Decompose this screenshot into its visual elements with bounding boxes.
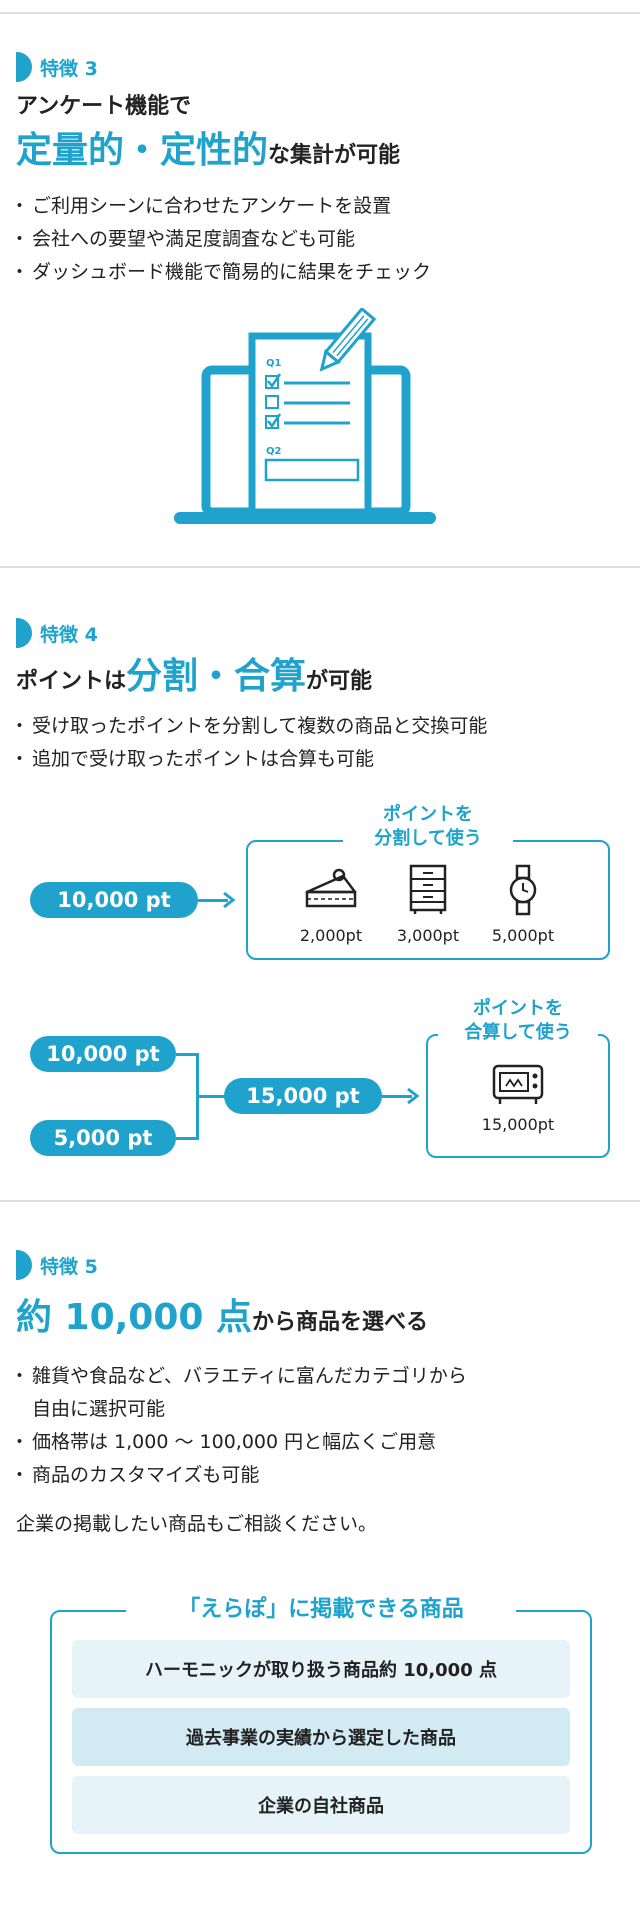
- split-box-title-line2: 分割して使う: [374, 828, 482, 849]
- feature-3-heading-line1: アンケート機能で: [16, 94, 192, 119]
- arrow-line: [198, 899, 228, 902]
- feature-5-heading-accent: 約 10,000 点: [16, 1297, 252, 1338]
- feature-4-heading-rest: が可能: [306, 669, 373, 694]
- feature-4-heading: ポイントは分割・合算が可能: [16, 652, 372, 708]
- connector-line: [176, 1053, 198, 1056]
- list-item: 商品のカスタマイズも可能: [10, 1459, 467, 1492]
- q1-label: Q1: [266, 358, 282, 369]
- combine-total-pill: 15,000 pt: [224, 1078, 382, 1114]
- tag-marker: [16, 618, 32, 648]
- feature-3-bullet-list: ご利用シーンに合わせたアンケートを設置 会社への要望や満足度調査なども可能 ダッ…: [10, 190, 431, 289]
- feature-5-note: 企業の掲載したい商品もご相談ください。: [16, 1513, 378, 1535]
- feature-4-tag: 特徴 4: [16, 618, 98, 648]
- list-item-line: 雑貨や食品など、バラエティに富んだカテゴリから: [32, 1365, 467, 1387]
- list-item: ご利用シーンに合わせたアンケートを設置: [10, 190, 431, 223]
- arrow-right-icon: [407, 1087, 420, 1105]
- feature-4-bullet-list: 受け取ったポイントを分割して複数の商品と交換可能 追加で受け取ったポイントは合算…: [10, 710, 487, 776]
- catalog-row: ハーモニックが取り扱う商品約 10,000 点: [72, 1640, 570, 1698]
- list-item: 受け取ったポイントを分割して複数の商品と交換可能: [10, 710, 487, 743]
- combine-box-title-line1: ポイントを: [473, 998, 563, 1019]
- section-divider: [0, 566, 640, 568]
- split-item-label: 3,000pt: [396, 926, 460, 945]
- laptop-survey-icon: Q1 Q2: [174, 308, 436, 524]
- feature-4-heading-prefix: ポイントは: [16, 669, 127, 694]
- catalog-row: 企業の自社商品: [72, 1776, 570, 1834]
- arrow-right-icon: [223, 891, 236, 909]
- connector-line: [196, 1095, 226, 1098]
- cake-icon: [305, 868, 357, 908]
- split-box-title: ポイントを 分割して使う: [343, 803, 513, 851]
- split-box-title-line1: ポイントを: [383, 804, 473, 825]
- tag-marker: [16, 52, 32, 82]
- feature-3-tag: 特徴 3: [16, 52, 98, 82]
- feature-4-heading-accent: 分割・合算: [126, 656, 307, 697]
- list-item-line: 自由に選択可能: [32, 1398, 166, 1420]
- feature-5-tag-label: 特徴 5: [40, 1255, 98, 1278]
- split-item-label: 2,000pt: [299, 926, 363, 945]
- arrow-line: [382, 1095, 412, 1098]
- combine-source-a-pill: 10,000 pt: [30, 1036, 176, 1072]
- section-divider: [0, 1200, 640, 1202]
- combine-item-label: 15,000pt: [481, 1115, 555, 1134]
- connector-line: [176, 1137, 198, 1140]
- catalog-box-title: 「えらぽ」に掲載できる商品: [126, 1595, 516, 1625]
- check-icon: [267, 373, 282, 389]
- combine-box-title: ポイントを 合算して使う: [438, 997, 598, 1045]
- list-item: ダッシュボード機能で簡易的に結果をチェック: [10, 256, 431, 289]
- oven-icon: [492, 1064, 544, 1104]
- feature-3-heading-accent: 定量的・定性的: [16, 130, 269, 171]
- feature-3-heading: 定量的・定性的な集計が可能: [16, 126, 400, 182]
- check-icon: [267, 413, 282, 429]
- drawer-icon: [409, 864, 447, 914]
- combine-source-b-pill: 5,000 pt: [30, 1120, 176, 1156]
- section-divider: [0, 12, 640, 14]
- list-item: 会社への要望や満足度調査なども可能: [10, 223, 431, 256]
- split-item-label: 5,000pt: [491, 926, 555, 945]
- q2-label: Q2: [266, 446, 282, 457]
- list-item: 価格帯は 1,000 〜 100,000 円と幅広くご用意: [10, 1426, 467, 1459]
- watch-icon: [509, 864, 537, 916]
- combine-box-title-line2: 合算して使う: [464, 1022, 572, 1043]
- text-answer-box: [264, 458, 360, 482]
- feature-3-tag-label: 特徴 3: [40, 57, 98, 80]
- split-source-pill: 10,000 pt: [30, 882, 198, 918]
- pencil-icon: [319, 308, 377, 372]
- tag-marker: [16, 1250, 32, 1280]
- list-item: 追加で受け取ったポイントは合算も可能: [10, 743, 487, 776]
- feature-5-tag: 特徴 5: [16, 1250, 98, 1280]
- feature-5-heading-rest: から商品を選べる: [252, 1310, 429, 1335]
- checkbox-empty: [265, 395, 279, 409]
- catalog-row: 過去事業の実績から選定した商品: [72, 1708, 570, 1766]
- combine-box: [426, 1034, 610, 1158]
- feature-5-heading: 約 10,000 点から商品を選べる: [16, 1293, 428, 1349]
- feature-4-tag-label: 特徴 4: [40, 623, 98, 646]
- feature-3-heading-rest: な集計が可能: [268, 143, 401, 168]
